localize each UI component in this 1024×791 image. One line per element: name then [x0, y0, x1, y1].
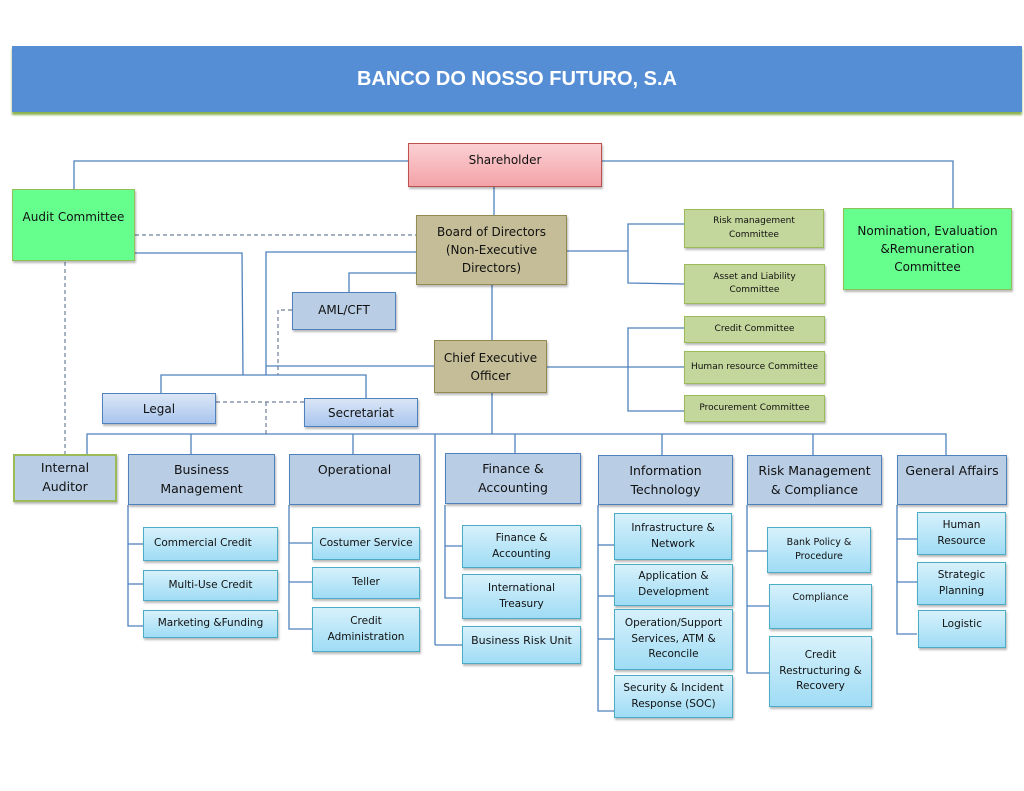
dept-general-affairs: General Affairs	[897, 455, 1007, 505]
unit-label: Strategic Planning	[937, 568, 986, 597]
line-board-committee-bus	[627, 223, 685, 285]
unit-compliance: Compliance	[769, 584, 872, 629]
unit-credit-administration: Credit Administration	[312, 607, 420, 652]
unit-label: Commercial Credit	[154, 537, 252, 550]
committee-label: Credit Committee	[714, 323, 795, 334]
unit-credit-restructuring: Credit Restructuring & Recovery	[769, 636, 872, 707]
unit-label: Costumer Service	[319, 536, 413, 549]
unit-customer-service: Costumer Service	[312, 527, 420, 560]
unit-security-incident: Security & Incident Response (SOC)	[614, 675, 733, 718]
unit-label: Security & Incident Response (SOC)	[623, 681, 724, 710]
shareholder-label: Shareholder	[468, 153, 542, 167]
dept-operational: Operational	[289, 454, 420, 505]
dept-label: General Affairs	[905, 463, 999, 478]
secretariat-box: Secretariat	[304, 398, 418, 427]
unit-logistic: Logistic	[918, 610, 1006, 648]
shareholder-box: Shareholder	[408, 143, 602, 187]
unit-label: Teller	[352, 576, 380, 589]
unit-bank-policy: Bank Policy & Procedure	[767, 527, 871, 573]
unit-human-resource: Human Resource	[917, 512, 1006, 555]
unit-business-risk: Business Risk Unit	[462, 626, 581, 664]
unit-application-development: Application & Development	[614, 564, 733, 606]
aml-cft-box: AML/CFT	[292, 292, 396, 330]
unit-label: International Treasury	[487, 581, 555, 610]
board-label: Board of Directors (Non-Executive Direct…	[437, 225, 546, 275]
dept-risk-compliance: Risk Management & Compliance	[747, 455, 882, 505]
unit-label: Bank Policy & Procedure	[786, 536, 852, 562]
unit-label: Infrastructure & Network	[631, 521, 715, 550]
dept-label: Finance & Accounting	[478, 461, 548, 495]
committee-label: Procurement Committee	[699, 402, 810, 413]
credit-committee-box: Credit Committee	[684, 316, 825, 343]
unit-multi-use-credit: Multi-Use Credit	[143, 570, 278, 601]
dept-business-management: Business Management	[128, 454, 275, 505]
dashed-aml	[277, 309, 292, 375]
unit-label: Finance & Accounting	[492, 531, 551, 560]
alco-committee-box: Asset and Liability Committee	[684, 264, 825, 304]
audit-committee-label: Audit Committee	[22, 210, 125, 224]
procurement-committee-box: Procurement Committee	[684, 395, 825, 422]
unit-marketing-funding: Marketing &Funding	[143, 610, 278, 638]
unit-label: Human Resource	[937, 518, 986, 547]
dept-information-technology: Information Technology	[598, 455, 733, 505]
unit-infrastructure-network: Infrastructure & Network	[614, 513, 732, 560]
dept-label: Business Management	[160, 462, 243, 496]
dept-label: Risk Management & Compliance	[758, 463, 871, 497]
risk-management-committee-box: Risk management Committee	[684, 209, 824, 248]
nomination-committee-box: Nomination, Evaluation &Remuneration Com…	[843, 208, 1012, 290]
aml-cft-label: AML/CFT	[318, 303, 370, 317]
unit-label: Credit Administration	[327, 614, 405, 643]
unit-finance-accounting: Finance & Accounting	[462, 525, 581, 568]
org-title: BANCO DO NOSSO FUTURO, S.A	[356, 67, 677, 90]
dept-label: Information Technology	[629, 463, 702, 497]
hr-committee-box: Human resource Committee	[684, 351, 825, 384]
unit-label: Operation/Support Services, ATM & Reconc…	[624, 616, 723, 661]
legal-box: Legal	[102, 393, 216, 424]
line-shareholder-nomination	[602, 160, 954, 208]
legal-label: Legal	[142, 401, 176, 416]
line-shareholder-audit	[73, 160, 408, 190]
unit-commercial-credit: Commercial Credit	[143, 527, 278, 561]
audit-committee-box: Audit Committee	[12, 189, 135, 261]
unit-label: Marketing &Funding	[157, 617, 264, 630]
committee-label: Risk management Committee	[713, 216, 795, 240]
dept-label: Operational	[317, 462, 392, 477]
nomination-committee-label: Nomination, Evaluation &Remuneration Com…	[857, 224, 998, 274]
line-board-legal	[265, 251, 416, 375]
unit-teller: Teller	[312, 567, 420, 599]
dept-finance-accounting: Finance & Accounting	[445, 453, 581, 504]
line-audit-legal	[135, 252, 244, 376]
ceo-label: Chief Executive Officer	[443, 350, 538, 383]
unit-label: Application & Development	[638, 570, 709, 598]
line-legal-bus	[160, 374, 367, 398]
unit-operation-support: Operation/Support Services, ATM & Reconc…	[614, 609, 733, 670]
committee-label: Human resource Committee	[690, 361, 819, 372]
secretariat-label: Secretariat	[327, 405, 395, 420]
internal-auditor-label: Internal Auditor	[40, 460, 90, 494]
line-dept-bus	[86, 433, 947, 455]
committee-label: Asset and Liability Committee	[713, 271, 796, 296]
unit-international-treasury: International Treasury	[462, 574, 581, 619]
unit-label: Business Risk Unit	[471, 634, 572, 647]
board-of-directors-box: Board of Directors (Non-Executive Direct…	[416, 215, 567, 285]
unit-label: Compliance	[792, 592, 849, 603]
internal-auditor-box: Internal Auditor	[13, 454, 117, 502]
unit-strategic-planning: Strategic Planning	[917, 562, 1006, 605]
ceo-box: Chief Executive Officer	[434, 340, 547, 393]
line-ceo-committee-bus	[627, 327, 684, 412]
unit-label: Credit Restructuring & Recovery	[779, 648, 862, 693]
unit-label: Multi-Use Credit	[168, 578, 253, 591]
title-banner: BANCO DO NOSSO FUTURO, S.A	[12, 46, 1022, 112]
line-board-aml	[348, 272, 416, 292]
unit-label: Logistic	[942, 618, 982, 630]
